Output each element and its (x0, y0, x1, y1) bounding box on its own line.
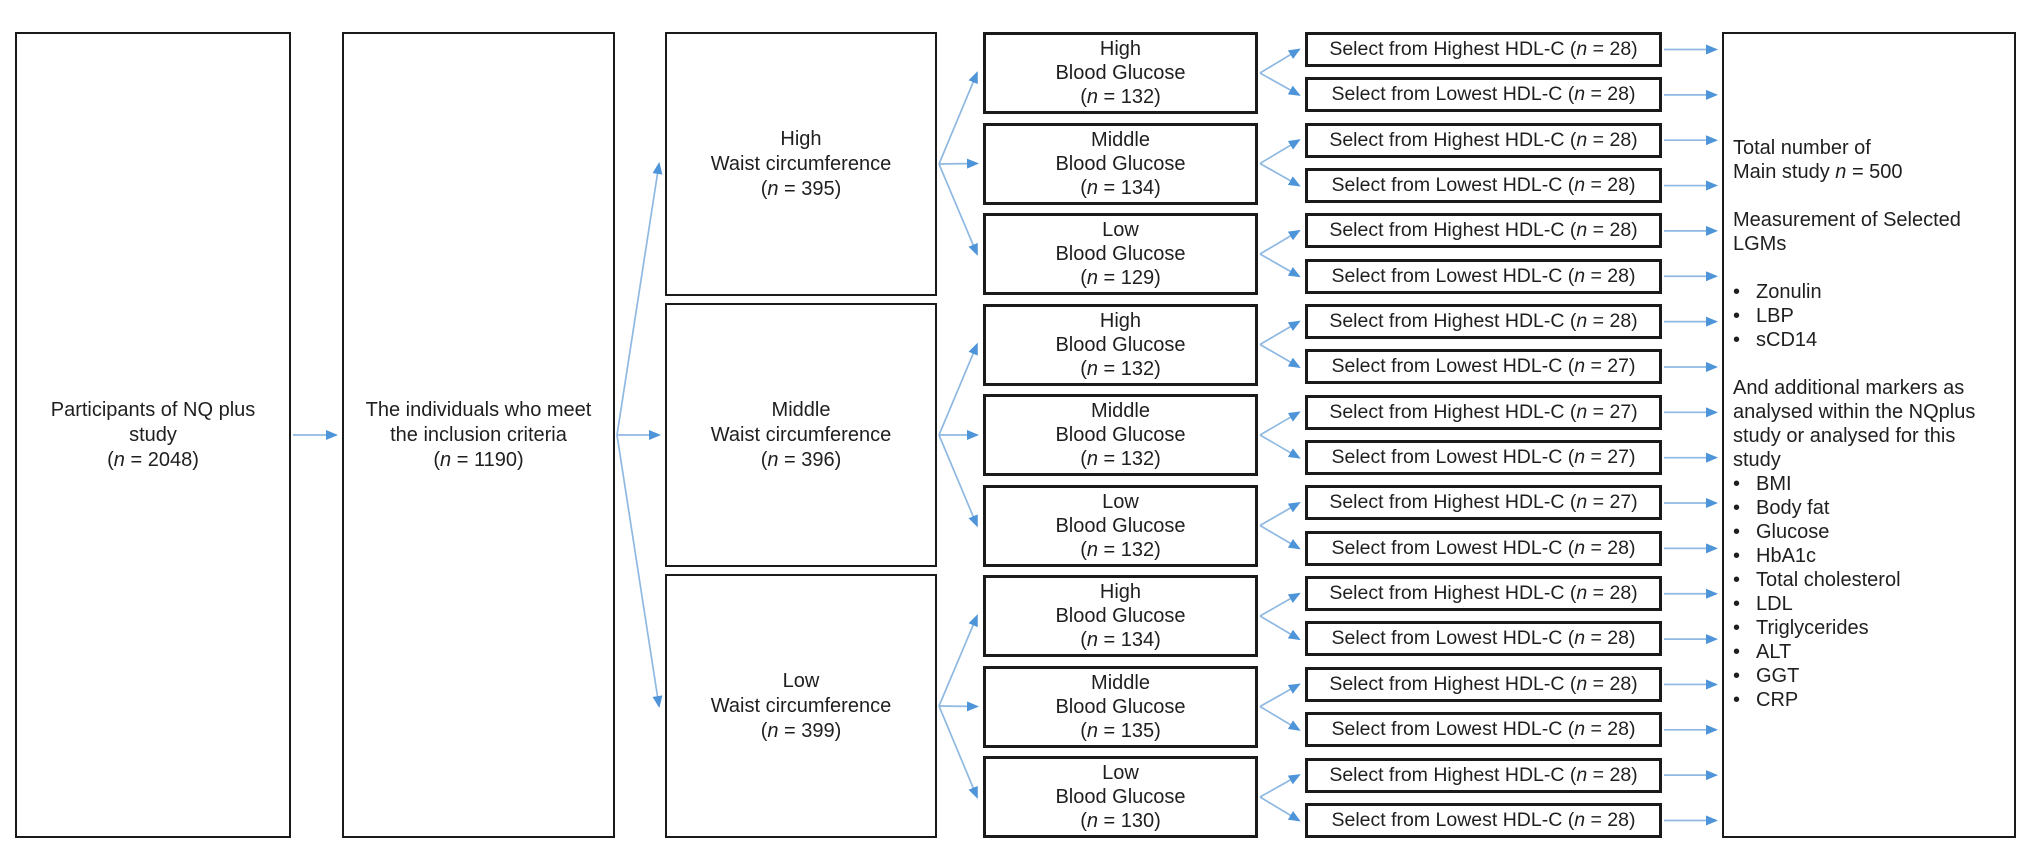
hdl-select-box: Select from Highest HDL-C (n = 27) (1305, 394, 1662, 430)
waist-middle-count: (n = 396) (760, 448, 842, 471)
summary-additional-line: study (1733, 449, 1781, 471)
summary-total-line2: Main study n = 500 (1733, 161, 1903, 183)
marker-bullet: •ALT (1733, 641, 1792, 663)
bullet-icon: • (1733, 617, 1741, 639)
glucose-box: Low Blood Glucose (n = 129) (983, 213, 1258, 295)
hdl-select-box: Select from Lowest HDL-C (n = 28) (1305, 168, 1662, 204)
glucose-box: Middle Blood Glucose (n = 132) (983, 394, 1258, 476)
hdl-select-box: Select from Highest HDL-C (n = 28) (1305, 213, 1662, 249)
glucose-box: Middle Blood Glucose (n = 134) (983, 122, 1258, 205)
marker-bullet: •BMI (1733, 473, 1792, 495)
summary-additional-line: analysed within the NQplus (1733, 401, 1976, 423)
bullet-icon: • (1733, 665, 1741, 687)
glucose-box: High Blood Glucose (n = 134) (983, 575, 1258, 657)
hdl-select-box: Select from Highest HDL-C (n = 27) (1305, 485, 1662, 521)
waist-column: High Waist circumference (n = 395) Middl… (665, 32, 937, 838)
summary-measurement-line1: Measurement of Selected (1733, 209, 1961, 231)
glucose-box: High Blood Glucose (n = 132) (983, 303, 1258, 386)
hdl-select-box: Select from Lowest HDL-C (n = 27) (1305, 349, 1662, 385)
bullet-icon: • (1733, 641, 1741, 663)
inclusion-line1: The individuals who meet (365, 398, 592, 421)
hdl-select-box: Select from Lowest HDL-C (n = 28) (1305, 712, 1662, 748)
hdl-select-box: Select from Highest HDL-C (n = 28) (1305, 576, 1662, 612)
marker-bullet: •Total cholesterol (1733, 569, 1901, 591)
marker-bullet: •CRP (1733, 689, 1799, 711)
glucose-box: High Blood Glucose (n = 132) (983, 32, 1258, 114)
waist-low-count: (n = 399) (760, 719, 842, 742)
inclusion-box: The individuals who meet the inclusion c… (342, 32, 615, 838)
hdl-select-box: Select from Highest HDL-C (n = 28) (1305, 32, 1662, 67)
marker-bullet: •Glucose (1733, 521, 1830, 543)
bullet-icon: • (1733, 305, 1741, 327)
summary-additional-line: study or analysed for this (1733, 425, 1956, 447)
hdl-select-box: Select from Highest HDL-C (n = 28) (1305, 757, 1662, 793)
marker-bullet: •HbA1c (1733, 545, 1817, 567)
waist-high-box: High Waist circumference (n = 395) (665, 32, 937, 296)
hdl-select-box: Select from Highest HDL-C (n = 28) (1305, 666, 1662, 702)
bullet-icon: • (1733, 545, 1741, 567)
waist-low-box: Low Waist circumference (n = 399) (665, 574, 937, 838)
marker-bullet: •LDL (1733, 593, 1793, 615)
participants-line1: Participants of NQ plus (50, 398, 256, 421)
inclusion-count: (n = 1190) (433, 448, 524, 471)
glucose-column: High Blood Glucose (n = 132) Middle Bloo… (983, 32, 1258, 838)
bullet-icon: • (1733, 497, 1741, 519)
hdl-select-box: Select from Highest HDL-C (n = 28) (1305, 304, 1662, 340)
bullet-icon: • (1733, 281, 1741, 303)
inclusion-line2: the inclusion criteria (390, 423, 567, 446)
hdl-select-box: Select from Lowest HDL-C (n = 28) (1305, 802, 1662, 838)
glucose-box: Low Blood Glucose (n = 130) (983, 756, 1258, 838)
bullet-icon: • (1733, 473, 1741, 495)
glucose-box: Low Blood Glucose (n = 132) (983, 484, 1258, 567)
lgm-bullet: •sCD14 (1733, 329, 1818, 351)
bullet-icon: • (1733, 593, 1741, 615)
summary-total-line1: Total number of (1733, 137, 1871, 159)
bullet-icon: • (1733, 329, 1741, 351)
summary-measurement-line2: LGMs (1733, 233, 1787, 255)
summary-additional-line: And additional markers as (1733, 377, 1965, 399)
marker-bullet: •GGT (1733, 665, 1800, 687)
hdl-column: Select from Highest HDL-C (n = 28) Selec… (1305, 32, 1662, 838)
participants-line2: study (129, 423, 177, 446)
participants-count: (n = 2048) (107, 448, 199, 471)
marker-bullet: •Triglycerides (1733, 617, 1869, 639)
hdl-select-box: Select from Lowest HDL-C (n = 28) (1305, 621, 1662, 657)
lgm-bullet: •LBP (1733, 305, 1794, 327)
bullet-icon: • (1733, 569, 1741, 591)
hdl-select-box: Select from Lowest HDL-C (n = 28) (1305, 77, 1662, 113)
waist-middle-box: Middle Waist circumference (n = 396) (665, 303, 937, 567)
bullet-icon: • (1733, 689, 1741, 711)
participants-box: Participants of NQ plus study (n = 2048) (15, 32, 291, 838)
hdl-select-box: Select from Lowest HDL-C (n = 28) (1305, 530, 1662, 566)
hdl-select-box: Select from Lowest HDL-C (n = 27) (1305, 440, 1662, 476)
hdl-select-box: Select from Highest HDL-C (n = 28) (1305, 122, 1662, 158)
waist-high-count: (n = 395) (760, 177, 842, 200)
bullet-icon: • (1733, 521, 1741, 543)
marker-bullet: •Body fat (1733, 497, 1830, 519)
glucose-box: Middle Blood Glucose (n = 135) (983, 665, 1258, 748)
lgm-bullet: •Zonulin (1733, 281, 1822, 303)
summary-box: Total number of Main study n = 500 Measu… (1722, 32, 2016, 838)
hdl-select-box: Select from Lowest HDL-C (n = 28) (1305, 258, 1662, 294)
